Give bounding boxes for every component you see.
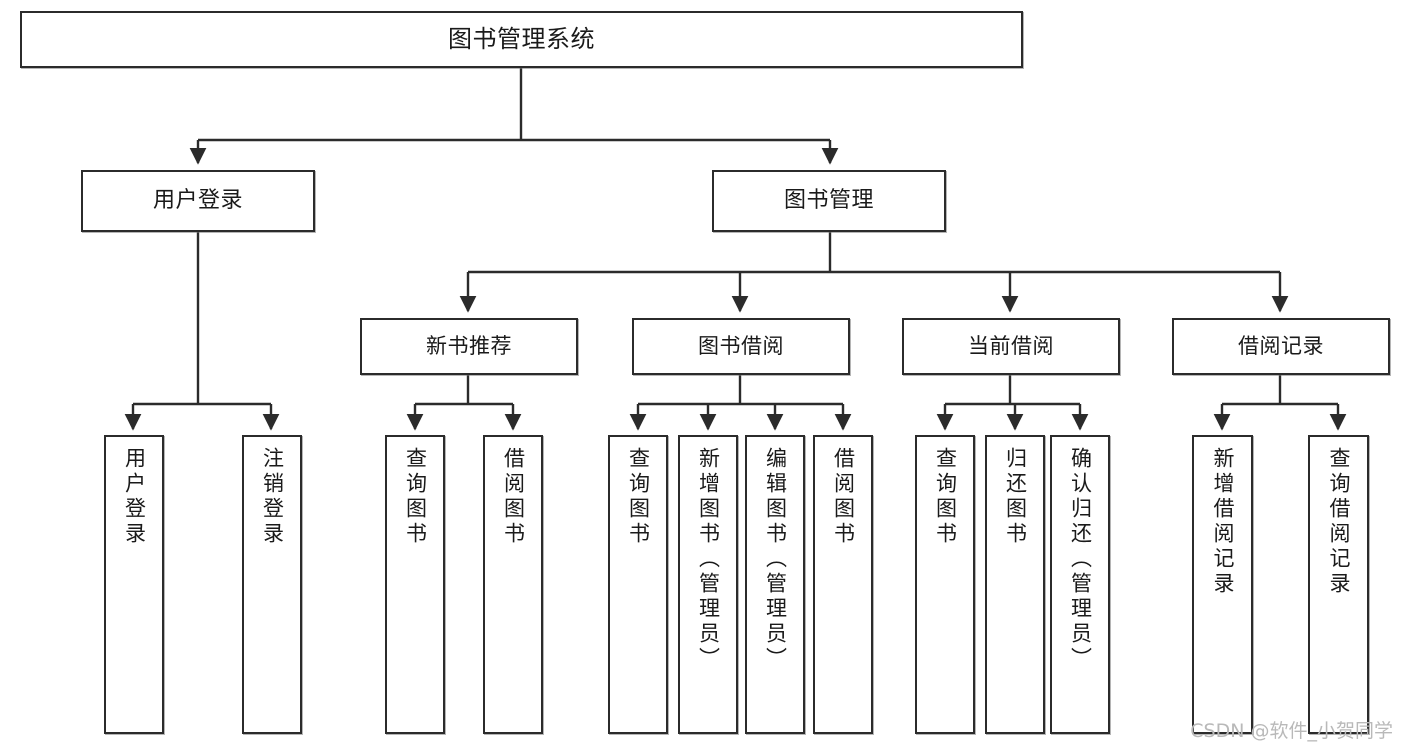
node-leaf-add-borrow-record[interactable]: 新增借阅记录 — [1192, 435, 1253, 734]
node-leaf-logout[interactable]: 注销登录 — [242, 435, 302, 734]
node-root[interactable]: 图书管理系统 — [20, 11, 1023, 68]
node-leaf-query-book-1[interactable]: 查询图书 — [385, 435, 445, 734]
node-leaf-user-login[interactable]: 用户登录 — [104, 435, 164, 734]
node-leaf-borrow-book-1-label: 借阅图书 — [501, 447, 526, 547]
node-book-manage-label: 图书管理 — [783, 188, 874, 214]
node-leaf-query-book-3-label: 查询图书 — [933, 447, 958, 547]
node-leaf-logout-label: 注销登录 — [260, 447, 285, 547]
node-leaf-query-borrow-record[interactable]: 查询借阅记录 — [1308, 435, 1369, 734]
node-borrow-record[interactable]: 借阅记录 — [1172, 318, 1390, 375]
node-leaf-confirm-return-label: 确认归还（管理员） — [1068, 447, 1093, 672]
node-leaf-borrow-book-2-label: 借阅图书 — [831, 447, 856, 547]
node-root-label: 图书管理系统 — [448, 25, 595, 54]
node-book-borrow-label: 图书借阅 — [698, 334, 784, 359]
node-user-login[interactable]: 用户登录 — [81, 170, 315, 232]
node-leaf-add-borrow-record-label: 新增借阅记录 — [1211, 447, 1235, 597]
node-current-borrow-label: 当前借阅 — [968, 334, 1054, 359]
node-leaf-query-book-2-label: 查询图书 — [626, 447, 651, 547]
node-leaf-confirm-return[interactable]: 确认归还（管理员） — [1050, 435, 1110, 734]
node-leaf-edit-book-label: 编辑图书（管理员） — [763, 447, 788, 672]
node-new-book-recommend-label: 新书推荐 — [426, 334, 512, 359]
node-new-book-recommend[interactable]: 新书推荐 — [360, 318, 578, 375]
node-leaf-query-book-3[interactable]: 查询图书 — [915, 435, 975, 734]
node-leaf-return-book[interactable]: 归还图书 — [985, 435, 1045, 734]
node-leaf-query-book-2[interactable]: 查询图书 — [608, 435, 668, 734]
node-current-borrow[interactable]: 当前借阅 — [902, 318, 1120, 375]
node-leaf-borrow-book-2[interactable]: 借阅图书 — [813, 435, 873, 734]
node-user-login-label: 用户登录 — [152, 188, 243, 214]
node-leaf-user-login-label: 用户登录 — [122, 447, 147, 547]
node-leaf-edit-book[interactable]: 编辑图书（管理员） — [745, 435, 805, 734]
node-leaf-add-book-label: 新增图书（管理员） — [696, 447, 721, 672]
node-leaf-query-borrow-record-label: 查询借阅记录 — [1327, 447, 1351, 597]
node-book-manage[interactable]: 图书管理 — [712, 170, 946, 232]
node-leaf-return-book-label: 归还图书 — [1003, 447, 1028, 547]
node-leaf-query-book-1-label: 查询图书 — [403, 447, 428, 547]
node-borrow-record-label: 借阅记录 — [1238, 334, 1324, 359]
node-leaf-borrow-book-1[interactable]: 借阅图书 — [483, 435, 543, 734]
node-book-borrow[interactable]: 图书借阅 — [632, 318, 850, 375]
node-leaf-add-book[interactable]: 新增图书（管理员） — [678, 435, 738, 734]
